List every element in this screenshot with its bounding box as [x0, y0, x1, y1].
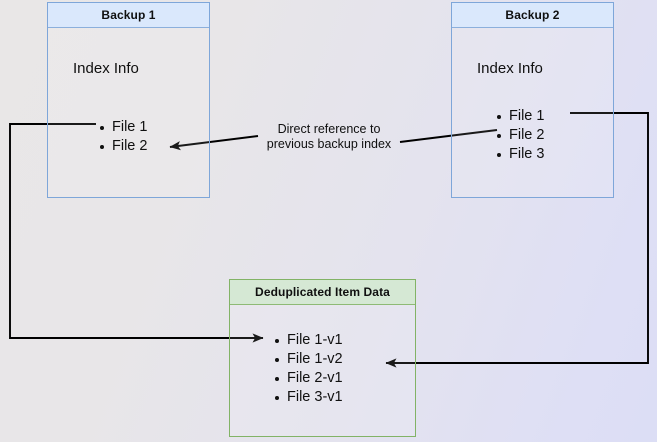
backup1-file-item: File 2 [99, 137, 147, 156]
arrow-backup2-file1-to-dedup [385, 112, 649, 368]
dedup-file-item: File 2-v1 [274, 369, 343, 388]
backup2-file-item: File 1 [496, 107, 544, 126]
backup1-index-title: Index Info [73, 60, 139, 77]
backup2-box: Backup 2 Index Info File 1 File 2 File 3 [451, 2, 614, 198]
backup1-header: Backup 1 [47, 2, 210, 28]
dedup-header: Deduplicated Item Data [229, 279, 416, 305]
dedup-file-item: File 3-v1 [274, 388, 343, 407]
dedup-file-item: File 1-v1 [274, 331, 343, 350]
backup1-file-item: File 1 [99, 118, 147, 137]
direct-reference-label: Direct reference to previous backup inde… [266, 122, 392, 151]
dedup-file-list: File 1-v1 File 1-v2 File 2-v1 File 3-v1 [274, 331, 343, 407]
dedup-file-item: File 1-v2 [274, 350, 343, 369]
backup2-body: Index Info File 1 File 2 File 3 [451, 27, 614, 198]
backup2-file-list: File 1 File 2 File 3 [496, 107, 544, 164]
deduplicated-item-data-box: Deduplicated Item Data File 1-v1 File 1-… [229, 279, 416, 437]
backup2-index-title: Index Info [477, 60, 543, 77]
backup1-header-label: Backup 1 [101, 8, 156, 22]
backup2-file-item: File 3 [496, 145, 544, 164]
dedup-body: File 1-v1 File 1-v2 File 2-v1 File 3-v1 [229, 304, 416, 437]
backup2-header-label: Backup 2 [505, 8, 560, 22]
backup1-box: Backup 1 Index Info File 1 File 2 [47, 2, 210, 198]
dedup-header-label: Deduplicated Item Data [255, 285, 390, 299]
backup1-body: Index Info File 1 File 2 [47, 27, 210, 198]
arrow-backup1-file1-to-dedup [9, 123, 264, 343]
arrow-label-to-backup1-file2 [169, 135, 259, 151]
arrow-backup2-file2-to-label [399, 129, 498, 143]
backup2-file-item: File 2 [496, 126, 544, 145]
backup1-file-list: File 1 File 2 [99, 118, 147, 156]
backup2-header: Backup 2 [451, 2, 614, 28]
